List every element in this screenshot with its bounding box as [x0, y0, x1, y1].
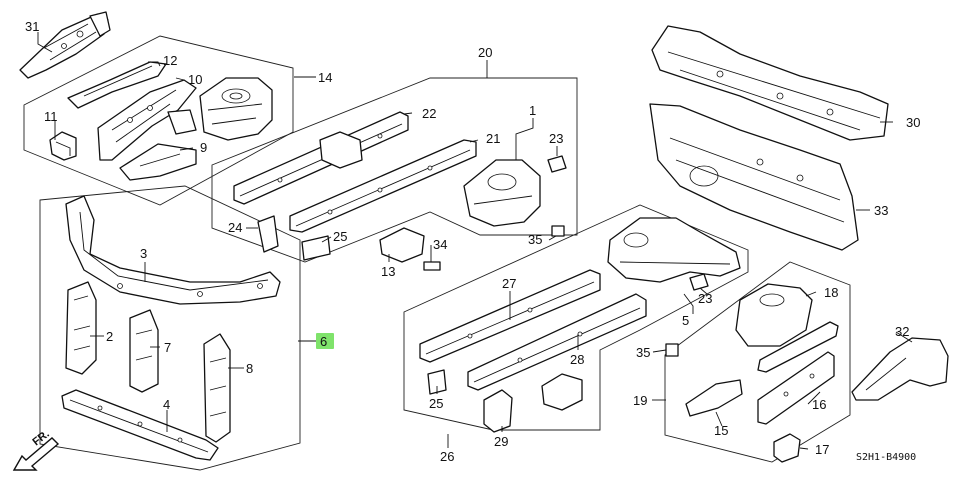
part-29-bracket [483, 389, 513, 433]
callout-6-highlight [316, 333, 334, 349]
part-35-bolt [551, 225, 565, 237]
diagram-code: S2H1-B4900 [856, 452, 916, 463]
callout-18[interactable]: 18 [824, 285, 838, 300]
callout-2[interactable]: 2 [106, 329, 113, 344]
part-16-rail [757, 351, 835, 425]
group-6-box [39, 185, 301, 471]
group-26-box [403, 204, 749, 431]
part-22-rail [233, 111, 409, 205]
callout-6[interactable]: 6 [320, 334, 327, 349]
part-18-tower [735, 283, 839, 373]
part-2-side [65, 281, 97, 375]
part-9-bracket [119, 109, 197, 181]
callout-4[interactable]: 4 [163, 397, 170, 412]
part-8-side [203, 333, 231, 443]
callout-24[interactable]: 24 [228, 220, 242, 235]
part-25-plate [301, 235, 331, 261]
callout-15[interactable]: 15 [714, 423, 728, 438]
part-33-dashboard [649, 103, 859, 251]
part-17-bracket [773, 433, 801, 463]
callout-21[interactable]: 21 [486, 131, 500, 146]
callout-30[interactable]: 30 [906, 115, 920, 130]
callout-13[interactable]: 13 [381, 264, 395, 279]
part-32-bracket [851, 337, 949, 401]
part-5-tower [607, 217, 741, 283]
part-15-bracket [685, 379, 743, 417]
callout-34[interactable]: 34 [433, 237, 447, 252]
part-26-bracket [541, 373, 583, 411]
callout-19[interactable]: 19 [633, 393, 647, 408]
part-14-tower [199, 77, 273, 141]
callout-3[interactable]: 3 [140, 246, 147, 261]
part-24-plate [257, 215, 279, 253]
part-25b-plate [427, 369, 447, 395]
callout-12[interactable]: 12 [163, 53, 177, 68]
part-11-clip [49, 131, 77, 161]
group-19-box [664, 261, 851, 463]
part-1-tower [463, 159, 541, 227]
callout-1[interactable]: 1 [529, 103, 536, 118]
part-21-rail [289, 139, 477, 233]
callout-33[interactable]: 33 [874, 203, 888, 218]
group-boundaries [23, 35, 851, 471]
part-28-rail [467, 293, 647, 391]
part-34-bolt [423, 261, 441, 271]
callout-22[interactable]: 22 [422, 106, 436, 121]
group-20-box [211, 77, 578, 263]
part-35b-bolt [665, 343, 679, 357]
callout-26[interactable]: 26 [440, 449, 454, 464]
part-7-side [129, 309, 159, 393]
part-31-bracket [19, 11, 111, 79]
part-4-lower-frame [61, 389, 219, 461]
callout-35-mid[interactable]: 35 [636, 345, 650, 360]
callout-16[interactable]: 16 [812, 397, 826, 412]
part-30-dashboard [651, 25, 889, 141]
callout-7[interactable]: 7 [164, 340, 171, 355]
callout-31[interactable]: 31 [25, 19, 39, 34]
callout-10[interactable]: 10 [188, 72, 202, 87]
callout-11[interactable]: 11 [44, 109, 58, 124]
callout-5[interactable]: 5 [682, 313, 689, 328]
callout-14[interactable]: 14 [318, 70, 332, 85]
callout-23-mid[interactable]: 23 [698, 291, 712, 306]
callout-35-top[interactable]: 35 [528, 232, 542, 247]
part-13-bracket [379, 227, 425, 263]
callout-32[interactable]: 32 [895, 324, 909, 339]
callout-29[interactable]: 29 [494, 434, 508, 449]
part-10-rail [97, 79, 197, 161]
callout-28[interactable]: 28 [570, 352, 584, 367]
part-3-upper-frame [65, 195, 281, 305]
leader-lines [37, 32, 913, 450]
callout-labels: 31 12 10 11 9 14 20 22 21 1 23 24 25 34 … [25, 19, 920, 464]
part-23b-clip [689, 273, 709, 291]
callout-23-top[interactable]: 23 [549, 131, 563, 146]
callout-27[interactable]: 27 [502, 276, 516, 291]
part-23-clip [547, 155, 567, 173]
callout-25-top[interactable]: 25 [333, 229, 347, 244]
group-14-box [23, 35, 294, 206]
callout-8[interactable]: 8 [246, 361, 253, 376]
front-direction-arrow: FR. [12, 428, 60, 471]
part-12-strip [67, 61, 167, 109]
callout-17[interactable]: 17 [815, 442, 829, 457]
callout-20[interactable]: 20 [478, 45, 492, 60]
callout-25-mid[interactable]: 25 [429, 396, 443, 411]
callout-9[interactable]: 9 [200, 140, 207, 155]
arrow-icon [12, 437, 60, 471]
